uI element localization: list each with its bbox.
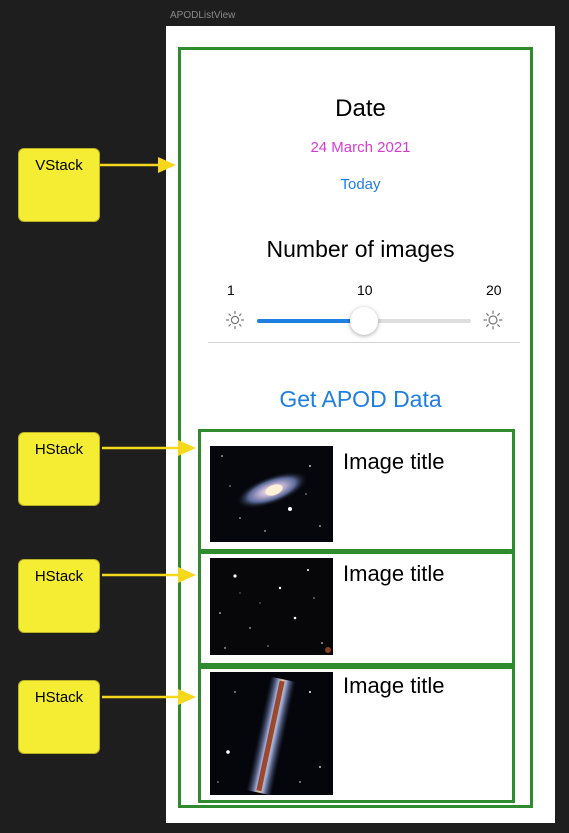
date-title: Date [335,95,386,122]
hstack-note-3: HStack [18,680,100,754]
slider-fill [257,319,364,323]
hstack-note-1: HStack [18,432,100,506]
sun-min-icon [225,310,245,330]
hstack-outline-3 [198,663,515,803]
image-title: Image title [343,561,445,586]
canvas-label: APODListView [170,10,236,21]
image-thumbnail-galaxy [210,446,333,542]
image-title: Image title [343,449,445,474]
image-thumbnail-starfield [210,558,333,655]
slider-min-label: 1 [227,282,235,298]
hstack-outline-1 [198,429,515,554]
slider-thumb[interactable] [350,307,378,335]
selected-date[interactable]: 24 March 2021 [310,139,411,156]
image-title: Image title [343,673,445,698]
slider-max-label: 20 [486,282,502,298]
slider-current-label: 10 [357,282,373,298]
vstack-note: VStack [18,148,100,222]
today-button[interactable]: Today [340,176,381,193]
hstack-note-2: HStack [18,559,100,633]
sun-max-icon [483,310,503,330]
divider [208,342,520,343]
number-of-images-title: Number of images [266,236,455,262]
get-apod-data-button[interactable]: Get APOD Data [279,386,442,412]
vstack-outline [178,47,533,808]
image-thumbnail-edge-on-galaxy [210,672,333,795]
hstack-outline-2 [198,549,515,669]
